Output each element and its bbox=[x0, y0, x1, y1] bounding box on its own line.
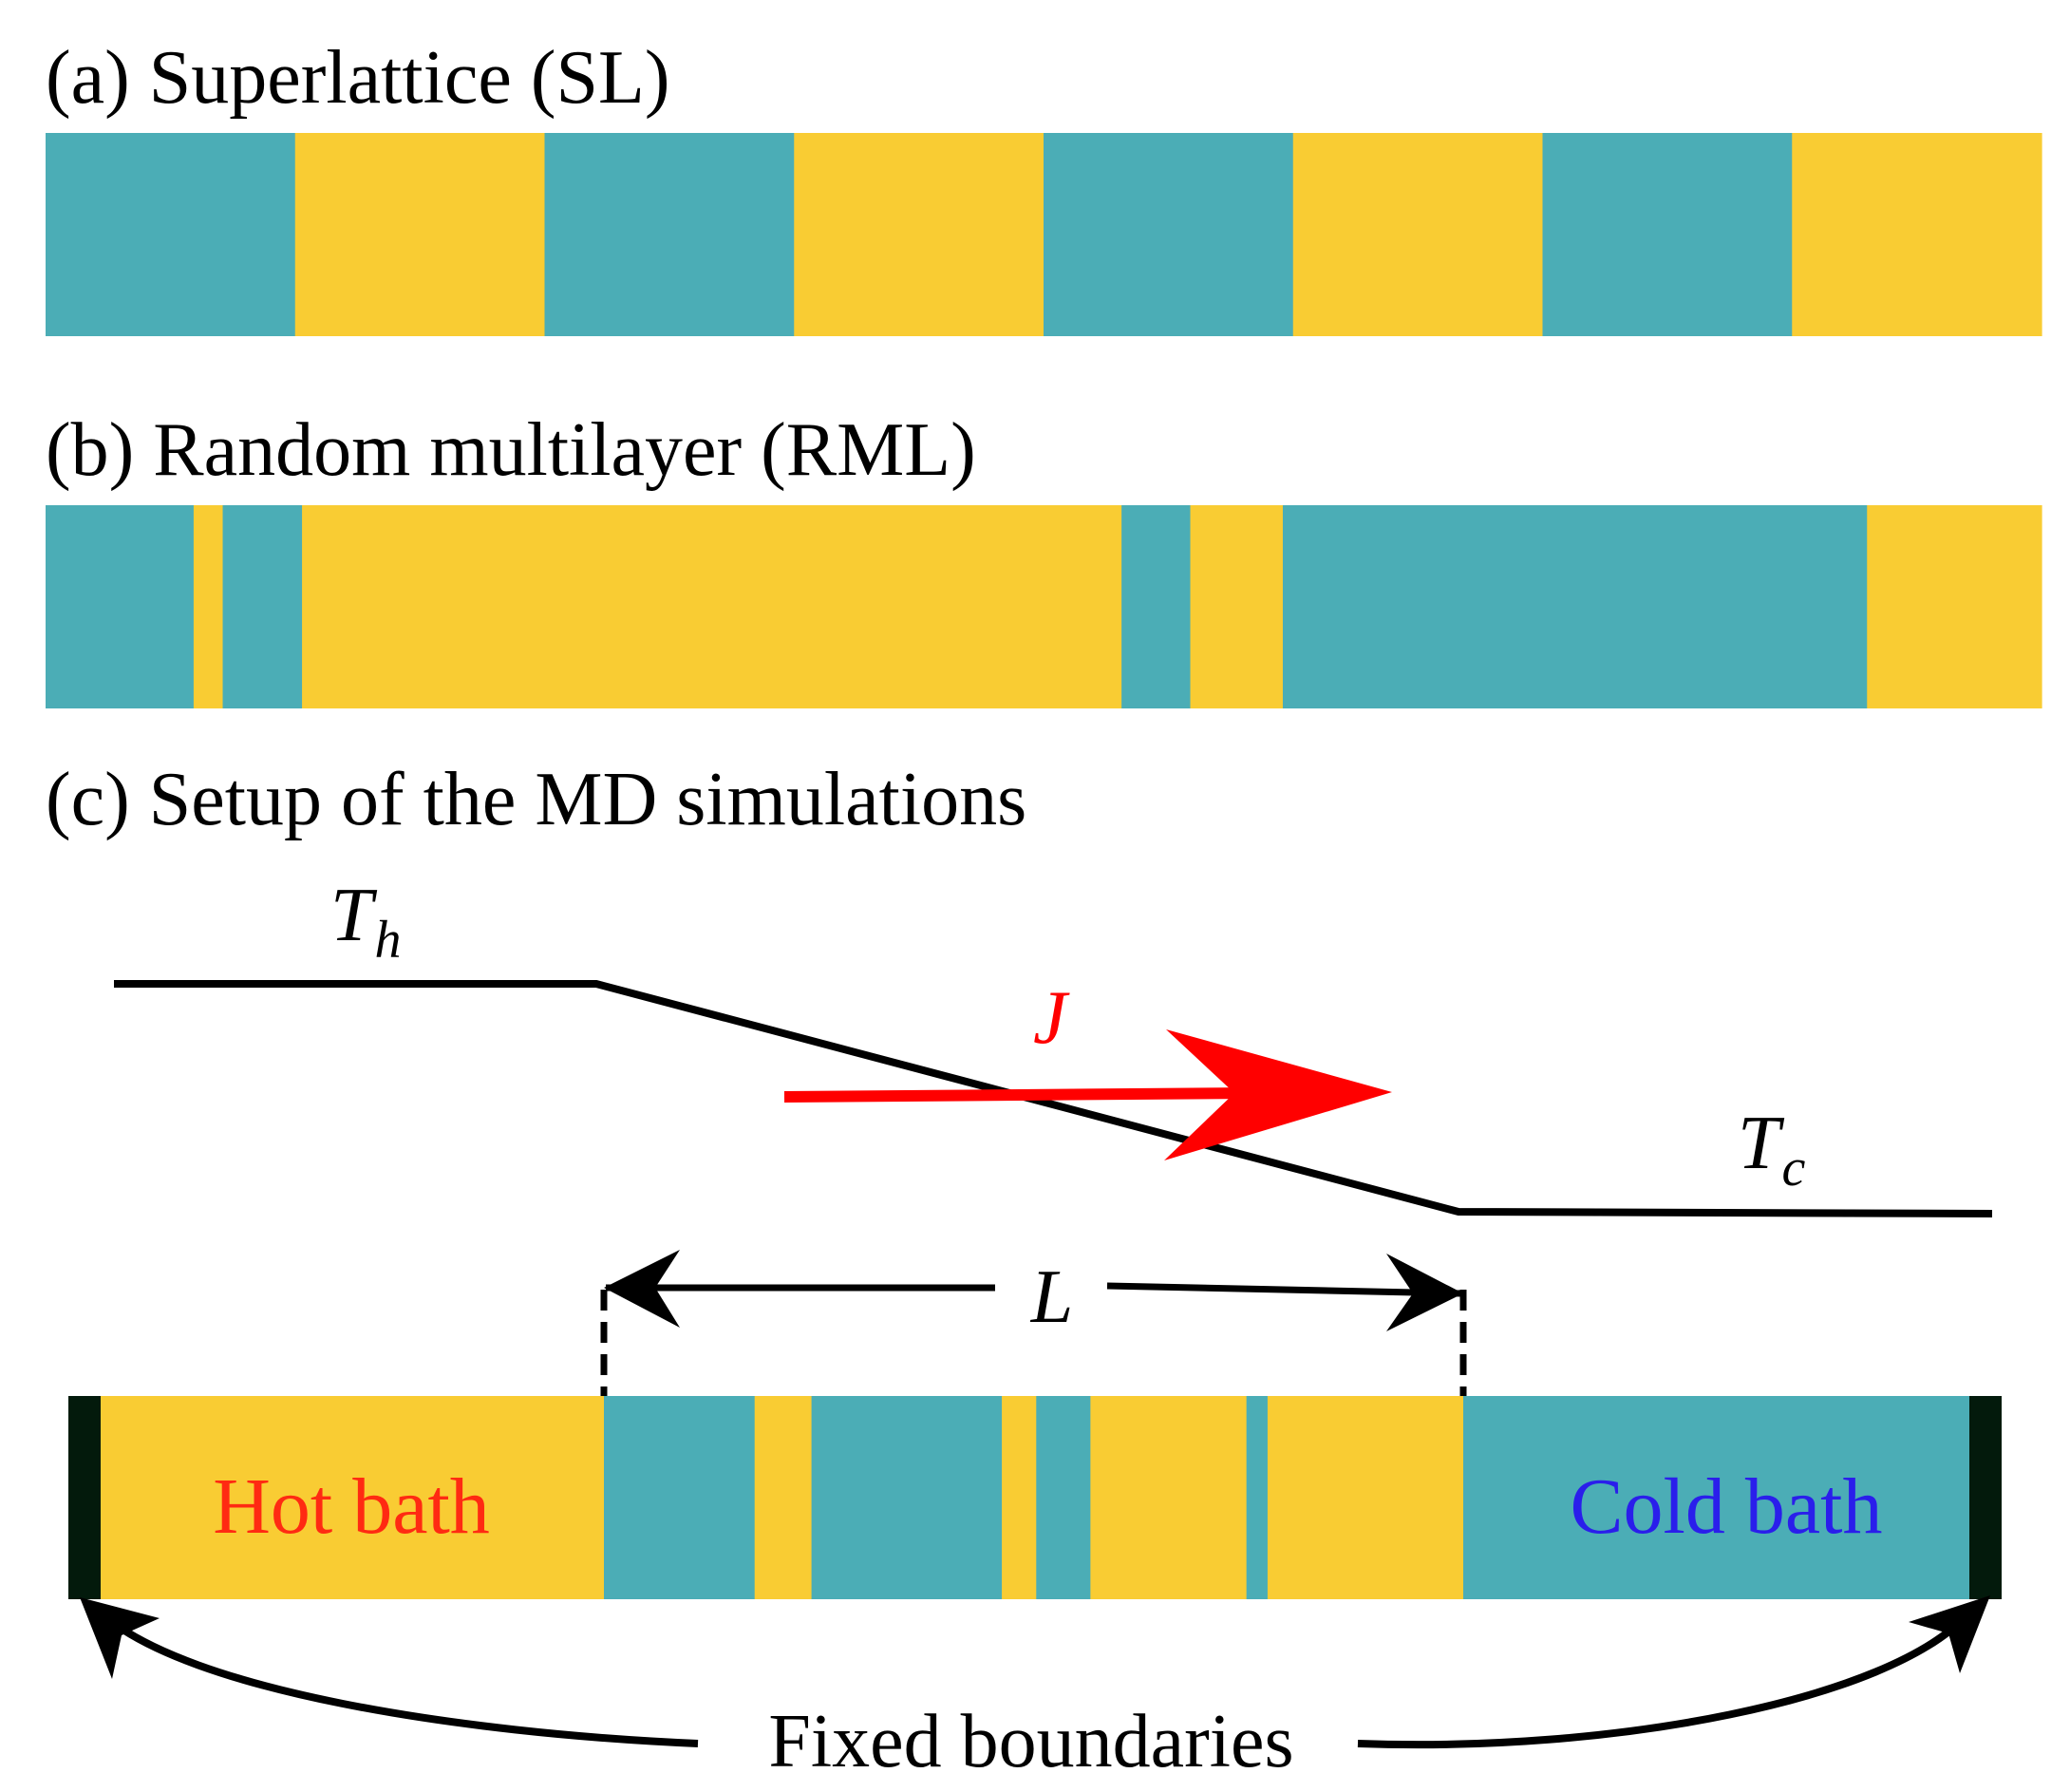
superlattice-layer-7 bbox=[1542, 133, 1793, 336]
panel-a: (a) Superlattice (SL) bbox=[46, 36, 2042, 336]
heat-flux-arrow-head bbox=[1164, 1029, 1392, 1160]
length-label: L bbox=[1030, 1255, 1074, 1339]
random-multilayer-layer-7 bbox=[1282, 505, 1868, 708]
fixed-boundaries-label: Fixed boundaries bbox=[768, 1700, 1293, 1783]
length-arrowhead-right bbox=[1386, 1254, 1463, 1331]
hot-bath-label: Hot bath bbox=[213, 1462, 490, 1551]
simulation-bar: Hot bath Cold bath bbox=[68, 1396, 2002, 1599]
superlattice-layer-3 bbox=[544, 133, 795, 336]
fixed-boundaries-arrowhead-right bbox=[1909, 1595, 1990, 1673]
fixed-boundaries-indicator: Fixed boundaries bbox=[80, 1595, 1990, 1783]
hot-temperature-symbol: T bbox=[330, 874, 378, 957]
random-multilayer-layer-5 bbox=[1121, 505, 1192, 708]
superlattice-layer-2 bbox=[294, 133, 546, 336]
superlattice-layer-4 bbox=[794, 133, 1044, 336]
random-multilayer-layer-3 bbox=[222, 505, 303, 708]
superlattice-layer-1 bbox=[46, 133, 296, 336]
system-layer-7 bbox=[1246, 1396, 1269, 1599]
fixed-boundary-left bbox=[68, 1396, 101, 1599]
cold-temperature-symbol: T bbox=[1738, 1102, 1785, 1185]
superlattice-layer-8 bbox=[1792, 133, 2042, 336]
cold-temperature-subscript: c bbox=[1782, 1139, 1806, 1198]
heat-flux-arrow bbox=[783, 1029, 1392, 1160]
system-layer-5 bbox=[1036, 1396, 1091, 1599]
panel-b-title: (b) Random multilayer (RML) bbox=[46, 408, 976, 492]
random-multilayer-layer-6 bbox=[1190, 505, 1284, 708]
random-multilayer-bar bbox=[46, 505, 2042, 708]
system-layer-1 bbox=[604, 1396, 756, 1599]
fixed-boundaries-arrowhead-left bbox=[80, 1597, 160, 1679]
system-layer-6 bbox=[1090, 1396, 1248, 1599]
random-multilayer-layer-4 bbox=[302, 505, 1122, 708]
hot-temperature-subscript: h bbox=[375, 911, 402, 970]
hot-bath-region bbox=[70, 1396, 604, 1599]
system-layer-8 bbox=[1267, 1396, 1464, 1599]
fixed-boundaries-arrow-left bbox=[100, 1611, 699, 1747]
panel-b: (b) Random multilayer (RML) bbox=[46, 408, 2042, 708]
system-layer-2 bbox=[754, 1396, 813, 1599]
cold-bath-label: Cold bath bbox=[1571, 1462, 1883, 1551]
panel-c: (c) Setup of the MD simulations Th Tc J … bbox=[46, 758, 2002, 1783]
cold-temperature-label: Tc bbox=[1738, 1102, 1806, 1198]
heat-flux-label: J bbox=[1033, 976, 1070, 1060]
superlattice-layer-5 bbox=[1044, 133, 1294, 336]
system-layer-4 bbox=[1002, 1396, 1037, 1599]
fixed-boundaries-arrow-right bbox=[1357, 1612, 1970, 1749]
system-layer-3 bbox=[811, 1396, 1003, 1599]
length-arrow-right bbox=[1106, 1282, 1461, 1297]
length-indicator: L bbox=[600, 1250, 1467, 1398]
cold-bath-region bbox=[1463, 1396, 1969, 1599]
length-arrowhead-left bbox=[604, 1250, 680, 1328]
hot-temperature-label: Th bbox=[330, 874, 402, 970]
panel-a-title: (a) Superlattice (SL) bbox=[46, 36, 670, 120]
superlattice-bar bbox=[46, 133, 2042, 336]
heat-flux-arrow-shaft bbox=[783, 1087, 1254, 1103]
random-multilayer-layer-1 bbox=[46, 505, 195, 708]
random-multilayer-layer-2 bbox=[193, 505, 224, 708]
superlattice-layer-6 bbox=[1292, 133, 1544, 336]
system-region bbox=[604, 1396, 1464, 1599]
fixed-boundary-right bbox=[1969, 1396, 2002, 1599]
panel-c-title: (c) Setup of the MD simulations bbox=[46, 758, 1026, 841]
random-multilayer-layer-8 bbox=[1867, 505, 2042, 708]
